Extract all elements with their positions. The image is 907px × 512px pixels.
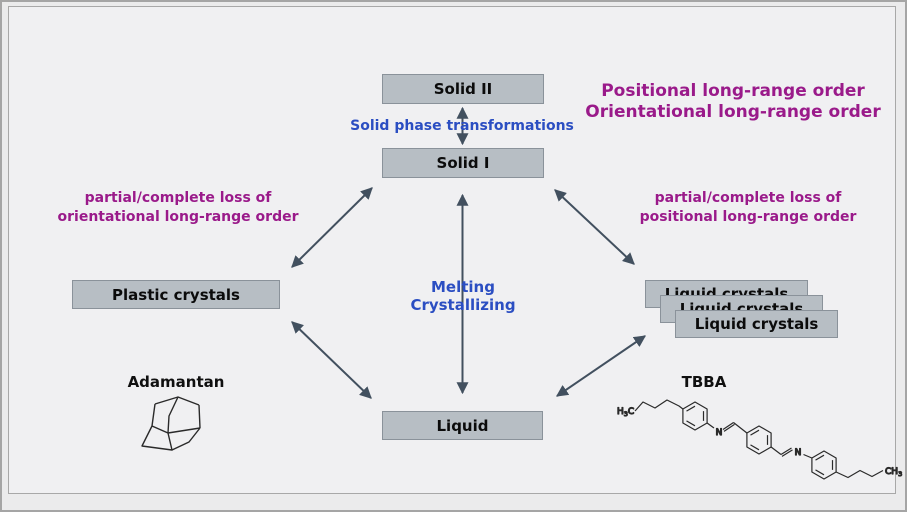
melting-crystallizing-label: Melting Crystallizing <box>410 278 515 314</box>
box-solid-i: Solid I <box>382 148 544 178</box>
imine-n-right-label: N <box>795 448 802 458</box>
arrow-solid1-plastic <box>291 187 373 268</box>
positional-loss-label: partial/complete loss of positional long… <box>640 189 857 227</box>
order-title-line2: Orientational long-range order <box>585 102 881 122</box>
positional-loss-line1: partial/complete loss of <box>654 190 842 206</box>
order-title-line1: Positional long-range order <box>601 81 865 101</box>
box-plastic-crystals: Plastic crystals <box>72 280 280 309</box>
order-title: Positional long-range order Orientationa… <box>585 81 880 123</box>
melting-line: Melting <box>431 278 495 296</box>
arrow-solid1-liquidcrystals <box>554 189 635 265</box>
orientational-loss-label: partial/complete loss of orientational l… <box>58 189 299 227</box>
h3c-label: H3C <box>617 407 634 418</box>
solid-phase-transformations-label: Solid phase transformations <box>350 118 574 134</box>
imine-n-left-label: N <box>716 428 723 438</box>
crystallizing-line: Crystallizing <box>410 296 516 314</box>
box-solid-ii: Solid II <box>382 74 544 104</box>
tbba-molecule: H3C N N CH3 <box>616 399 903 480</box>
adamantan-label: Adamantan <box>127 373 225 391</box>
box-liquid: Liquid <box>382 411 543 440</box>
orientational-loss-line1: partial/complete loss of <box>84 190 272 206</box>
positional-loss-line2: positional long-range order <box>639 209 857 225</box>
ch3-label: CH3 <box>885 467 902 478</box>
orientational-loss-line2: orientational long-range order <box>57 209 299 225</box>
adamantane-molecule <box>141 396 201 451</box>
box-liquid-crystals-front: Liquid crystals <box>675 310 838 338</box>
arrow-liquid-liquidcrystals <box>556 335 646 397</box>
arrow-plastic-liquid <box>291 321 372 399</box>
tbba-label: TBBA <box>681 373 727 391</box>
